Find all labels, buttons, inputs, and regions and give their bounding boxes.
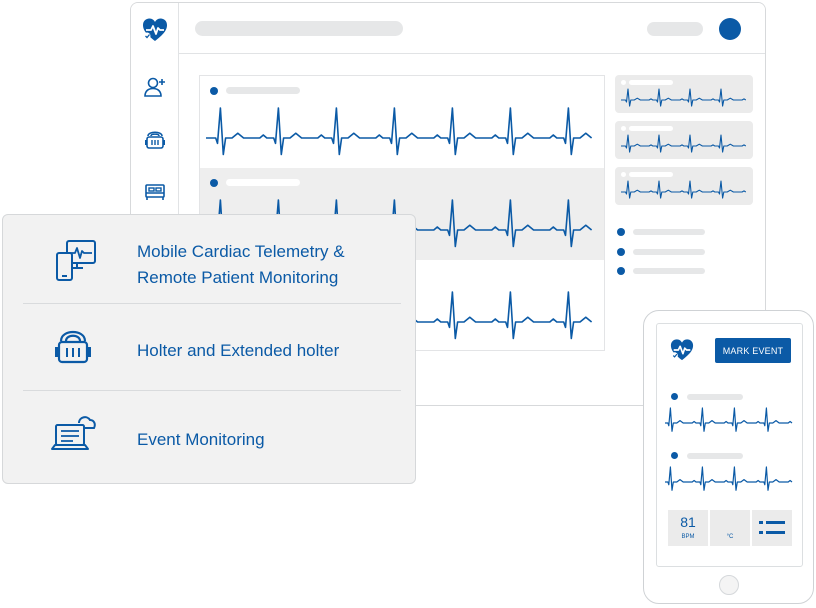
status-dot bbox=[671, 393, 678, 400]
mini-label-placeholder bbox=[629, 80, 673, 85]
add-user-icon[interactable] bbox=[143, 75, 167, 99]
bullet-dot bbox=[617, 267, 625, 275]
status-dot bbox=[621, 172, 626, 177]
divider bbox=[23, 303, 401, 304]
service-item-mct[interactable]: Mobile Cardiac Telemetry & Remote Patien… bbox=[3, 215, 415, 303]
service-label-line: Event Monitoring bbox=[137, 430, 265, 449]
patient-mini-card[interactable] bbox=[615, 167, 753, 205]
bullet-dot bbox=[617, 248, 625, 256]
mini-label-placeholder bbox=[629, 126, 673, 131]
top-bar bbox=[179, 3, 765, 54]
status-dot bbox=[210, 87, 218, 95]
menu-box[interactable] bbox=[752, 510, 792, 546]
service-label: Event Monitoring bbox=[137, 427, 397, 453]
home-button[interactable] bbox=[719, 575, 739, 595]
ecg-waveform bbox=[206, 107, 593, 156]
ecg-waveform bbox=[621, 134, 747, 153]
list-icon[interactable] bbox=[759, 519, 785, 537]
ecg-waveform bbox=[621, 88, 747, 107]
ecg-waveform bbox=[665, 407, 793, 432]
strip-label-placeholder bbox=[687, 453, 743, 459]
mark-event-button[interactable]: MARK EVENT bbox=[715, 338, 791, 363]
strip-label-placeholder bbox=[226, 179, 300, 186]
holter-device-icon bbox=[55, 330, 91, 364]
patient-mini-card[interactable] bbox=[615, 121, 753, 159]
ecg-strip-row[interactable] bbox=[200, 76, 604, 168]
heart-pulse-icon bbox=[143, 18, 167, 41]
list-text-placeholder bbox=[633, 268, 705, 274]
service-item-holter[interactable]: Holter and Extended holter bbox=[3, 304, 415, 390]
service-item-event[interactable]: Event Monitoring bbox=[3, 391, 415, 483]
temperature-unit: °C bbox=[726, 534, 734, 540]
status-dot bbox=[210, 179, 218, 187]
phone-device: MARK EVENT 81 BPM °C bbox=[643, 310, 814, 604]
laptop-cloud-icon bbox=[51, 416, 96, 450]
topbar-item-placeholder[interactable] bbox=[647, 22, 703, 36]
list-text-placeholder bbox=[633, 249, 705, 255]
status-dot bbox=[671, 452, 678, 459]
ecg-waveform bbox=[665, 466, 793, 491]
holter-device-icon[interactable] bbox=[143, 127, 167, 151]
patient-mini-card[interactable] bbox=[615, 75, 753, 113]
bed-icon[interactable] bbox=[143, 179, 167, 203]
heart-pulse-icon bbox=[670, 339, 694, 361]
divider bbox=[23, 390, 401, 391]
status-dot bbox=[621, 126, 626, 131]
status-dot bbox=[621, 80, 626, 85]
search-bar-placeholder[interactable] bbox=[195, 21, 403, 36]
service-label-line: Remote Patient Monitoring bbox=[137, 268, 339, 287]
strip-label-placeholder bbox=[687, 394, 743, 400]
service-label: Holter and Extended holter bbox=[137, 338, 397, 364]
heart-rate-value: 81 bbox=[680, 514, 696, 530]
list-text-placeholder bbox=[633, 229, 705, 235]
user-avatar[interactable] bbox=[719, 18, 741, 40]
service-label-line: Holter and Extended holter bbox=[137, 341, 340, 360]
temperature-box: °C bbox=[710, 510, 750, 546]
heart-rate-unit: BPM bbox=[681, 534, 695, 540]
mini-label-placeholder bbox=[629, 172, 673, 177]
phone-screen: MARK EVENT 81 BPM °C bbox=[656, 323, 803, 567]
strip-label-placeholder bbox=[226, 87, 300, 94]
monitor-phone-ecg-icon bbox=[56, 240, 96, 281]
service-label: Mobile Cardiac Telemetry & Remote Patien… bbox=[137, 239, 397, 291]
ecg-waveform bbox=[621, 180, 747, 199]
heart-rate-box: 81 BPM bbox=[668, 510, 708, 546]
services-card: Mobile Cardiac Telemetry & Remote Patien… bbox=[2, 214, 416, 484]
service-label-line: Mobile Cardiac Telemetry & bbox=[137, 242, 345, 261]
bullet-dot bbox=[617, 228, 625, 236]
